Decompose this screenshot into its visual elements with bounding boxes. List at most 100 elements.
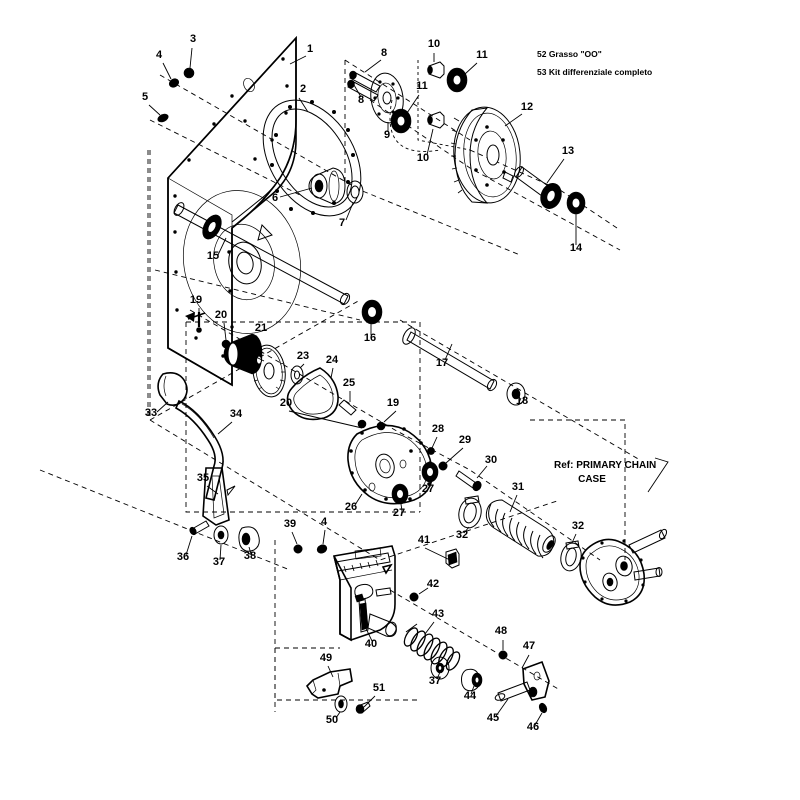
callout-26: 26 [345,501,357,513]
callout-15: 15 [207,250,219,262]
part-pin-25 [338,399,357,416]
part-primary-chain-case-ref [579,528,668,606]
part-drive-chain [286,367,339,421]
callout-11-upper: 11 [476,49,488,61]
callout-13: 13 [562,145,574,157]
callout-36: 36 [177,551,189,563]
part-flange-hub [370,72,404,124]
callout-35: 35 [197,472,209,484]
part-gasket [262,99,362,217]
callout-labels: 1 2 3 4 5 6 7 8 8 9 10 10 11 11 12 13 14… [142,33,584,733]
assembly-group-boxes [147,150,421,712]
part-ball-42 [409,592,419,602]
part-bolt-4 [168,78,180,88]
callout-27-upper: 27 [422,483,434,495]
part-fitting-10-upper [427,61,445,79]
callout-22: 22 [238,339,250,351]
part-clamp-32-left [458,495,482,529]
part-main-axle-shaft [173,202,351,306]
callout-30: 30 [485,454,497,466]
part-bearing-housing [308,167,346,205]
part-seal-washer [346,180,364,204]
part-pin-46 [538,702,548,714]
part-stud-28 [427,447,435,455]
callout-32-left: 32 [456,529,468,541]
part-bolt-4-bracket [316,544,328,554]
callout-16: 16 [364,332,376,344]
callout-3: 3 [190,33,196,45]
callout-11-lower: 11 [416,80,428,92]
part-bearing-16 [361,299,383,325]
part-bushing-38 [238,526,260,552]
part-washer-50 [334,695,348,713]
callout-45: 45 [487,712,499,724]
part-washer-14 [566,191,586,215]
callout-47: 47 [523,640,535,652]
callout-10-upper: 10 [428,38,440,50]
callout-17: 17 [436,357,448,369]
part-washer-18 [506,382,526,406]
callout-23: 23 [297,350,309,362]
part-rubber-boot [485,499,556,559]
callout-28: 28 [432,423,444,435]
callout-38: 38 [244,550,256,562]
callout-18: 18 [516,395,528,407]
callout-41: 41 [418,534,430,546]
legend-item-52: 52 Grasso "OO" [537,49,602,59]
part-latch-plate-49 [305,668,353,699]
part-pin-19-left [185,312,206,333]
callout-4: 4 [156,49,163,61]
part-nut-27-lower [391,483,409,505]
part-shift-lever [174,399,224,501]
part-bolt-51 [355,701,371,714]
callout-9: 9 [384,129,390,141]
callout-29: 29 [459,434,471,446]
part-main-bracket [333,545,397,642]
callout-24: 24 [326,354,339,366]
callout-27-lower: 27 [393,507,405,519]
callout-46: 46 [527,721,539,733]
callout-42: 42 [427,578,439,590]
part-link-arm-47 [522,660,550,701]
part-bushing-44 [461,668,483,692]
callout-10-lower: 10 [417,152,429,164]
callout-20-right: 20 [280,397,292,409]
part-sprocket [252,344,286,398]
part-nut-39 [293,544,303,554]
reference-note-line2: CASE [578,474,606,485]
callout-25: 25 [343,377,355,389]
part-stud-bolt-3 [183,67,195,79]
part-secondary-shaft [402,327,498,392]
callout-33: 33 [145,407,157,419]
part-housing-plate [167,35,302,387]
part-lever-knob [157,372,188,406]
callout-14: 14 [570,242,583,254]
legend-notes: 52 Grasso "OO" 53 Kit differenziale comp… [537,49,652,77]
part-washer-37-spring [430,656,450,680]
callout-37-lever: 37 [213,556,225,568]
part-nut-27-upper [421,461,439,483]
callout-4-bracket: 4 [321,516,328,528]
part-bolt-5 [157,113,169,123]
part-washer-37-lever [213,525,229,545]
reference-note-line1: Ref: PRIMARY CHAIN [554,460,656,471]
part-washer-23 [290,365,304,385]
callout-8-lower: 8 [358,94,364,106]
callout-31: 31 [512,481,524,493]
part-spring [403,623,461,671]
part-axle-tube [514,166,562,209]
callout-44: 44 [464,690,477,702]
callout-20-left: 20 [215,309,227,321]
part-lever-bracket [202,467,236,526]
part-block-41 [445,548,460,569]
callout-2: 2 [300,83,306,95]
callout-49: 49 [320,652,332,664]
part-ball-stud-29 [438,461,448,471]
callout-12: 12 [521,101,533,113]
callout-32-right: 32 [572,520,584,532]
legend-item-53: 53 Kit differenziale completo [537,67,652,77]
callout-19-right: 19 [387,397,399,409]
callout-7: 7 [339,217,345,229]
